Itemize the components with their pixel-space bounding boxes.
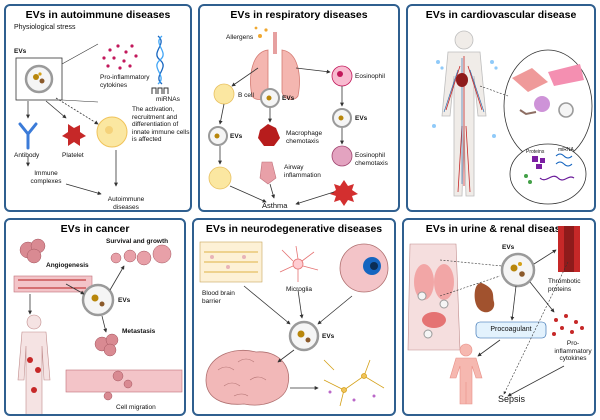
macrophage-label: Macrophage chemotaxis: [286, 130, 323, 145]
muscle-cell-icon: [548, 64, 584, 86]
macrophage-icon: [258, 124, 280, 146]
cancer-illustration: [13, 238, 183, 414]
immune-complexes-label: Immune complexes: [30, 170, 62, 185]
blood-vessels-icon: [445, 56, 483, 193]
asthma-label: Asthma: [262, 201, 288, 210]
panel-title: EVs in cardiovascular disease: [425, 9, 577, 21]
eye-icon: [339, 243, 389, 293]
allergen-dots-icon: [254, 26, 268, 38]
ev-cluster-icon: [432, 60, 498, 138]
lungs-icon: [250, 32, 300, 100]
mirnas-label: miRNAs: [156, 96, 180, 103]
ev-vesicle-icon: [81, 283, 115, 317]
eosinophil-chemotaxis-label: Eosinophil chemotaxis: [355, 152, 388, 167]
brain-icon: [205, 349, 290, 406]
cytokine-dots-icon: [102, 44, 138, 70]
cytokine-dots-icon: [552, 314, 584, 336]
neurons-icon: [323, 359, 385, 407]
platelet-icon: [62, 124, 86, 146]
panel-respiratory: EVs in respiratory diseases: [198, 4, 400, 212]
microglia-icon: [279, 245, 319, 282]
platelet-label: Platelet: [62, 152, 84, 159]
ev-vesicle-icon: [500, 252, 536, 288]
metastasis-cells-icon: [94, 333, 133, 401]
migration-label: Cell migration: [116, 404, 156, 411]
dna-icon: [539, 175, 575, 181]
sepsis-person-icon: [449, 343, 483, 405]
ros-burst-icon: [330, 180, 358, 206]
allergens-label: Allergens: [226, 34, 254, 41]
eosinophil-label: Eosinophil: [355, 73, 385, 80]
bbb-label: Blood brain barrier: [202, 290, 235, 305]
panel-title: EVs in neurodegenerative diseases: [205, 223, 383, 235]
metastasis-label: Metastasis: [122, 328, 156, 335]
cytokines-label: Pro-inflammatory cytokines: [100, 74, 150, 89]
thrombus-vessel-icon: [558, 226, 580, 272]
ev-vesicle-icon: [558, 102, 574, 118]
angiogenesis-label: Angiogenesis: [46, 262, 89, 269]
panel-autoimmune: EVs in autoimmune diseases: [4, 4, 192, 212]
b-cell-label: B cell: [238, 92, 254, 99]
b-cell-icon: [213, 83, 235, 105]
panel-neuro: EVs in neurodegenerative diseases: [192, 218, 396, 416]
airway-icon: [259, 161, 277, 185]
neuro-illustration: [199, 241, 389, 407]
tumor-icon: [19, 238, 46, 264]
autoimmune-illustration: [15, 35, 169, 196]
airway-label: Airway inflammation: [284, 164, 321, 179]
b-cell-icon: [208, 166, 232, 190]
procoagulant-box: [475, 321, 547, 339]
evs-label: EVs: [14, 48, 27, 55]
ev-vesicle-icon: [288, 320, 320, 352]
protein-icon: [532, 156, 545, 169]
survival-label: Survival and growth: [106, 238, 169, 245]
thrombotic-label: Thrombotic proteins: [548, 278, 581, 293]
evs-label-c: EVs: [355, 115, 368, 122]
procoagulant-label: Procoagulant: [490, 326, 532, 333]
innate-label: The activation, recruitment and differen…: [132, 106, 190, 143]
cardio-illustration: [432, 30, 593, 205]
panel-cancer: EVs in cancer: [4, 218, 186, 416]
antibody-icon: [18, 122, 38, 150]
panel-title: EVs in respiratory diseases: [230, 9, 368, 21]
dna-icon: [156, 35, 164, 85]
torso-icon: [407, 243, 461, 351]
panel-renal: EVs in urine & renal diseases: [402, 218, 596, 416]
panel-cardio: EVs in cardiovascular disease Proteins m…: [406, 4, 596, 212]
renal-illustration: [407, 226, 584, 405]
stress-label: Physiological stress: [14, 24, 76, 31]
evs-label-b: EVs: [282, 95, 295, 102]
mirna-icon: [151, 87, 169, 94]
evs-label: EVs: [322, 333, 335, 340]
ev-vesicle-icon: [24, 64, 54, 94]
eosinophil-icon: [331, 145, 353, 167]
evs-label: EVs: [502, 244, 515, 251]
kidney-icon: [474, 282, 495, 313]
panel-title: EVs in cancer: [60, 223, 130, 235]
human-body-icon: [17, 314, 51, 414]
respiratory-illustration: [208, 26, 358, 206]
evs-label-a: EVs: [230, 133, 243, 140]
mirna-label: miRNA: [558, 147, 574, 153]
heart-icon: [456, 73, 468, 87]
microglia-label: Microglia: [286, 286, 313, 293]
tumor-cells-icon: [110, 244, 172, 266]
cell-icon: [534, 96, 550, 112]
renal-cytokines-label: Pro-inflammatory cytokines: [554, 340, 592, 362]
antibody-label: Antibody: [14, 152, 40, 159]
cell-icon: [519, 109, 537, 116]
protein-label: Proteins: [526, 149, 545, 155]
blood-vessel-icon: [13, 275, 93, 293]
mirna-icon: [555, 153, 573, 167]
sepsis-label: Sepsis: [498, 394, 526, 404]
cargo-circle: [509, 143, 587, 205]
panel-title: EVs in urine & renal diseases: [425, 223, 573, 235]
evs-label: EVs: [118, 297, 131, 304]
autoimmune-outcome-label: Autoimmune diseases: [107, 196, 145, 211]
muscle-cell-icon: [512, 68, 548, 92]
tissue-layer-icon: [65, 369, 183, 393]
panel-title: EVs in autoimmune diseases: [25, 9, 171, 21]
